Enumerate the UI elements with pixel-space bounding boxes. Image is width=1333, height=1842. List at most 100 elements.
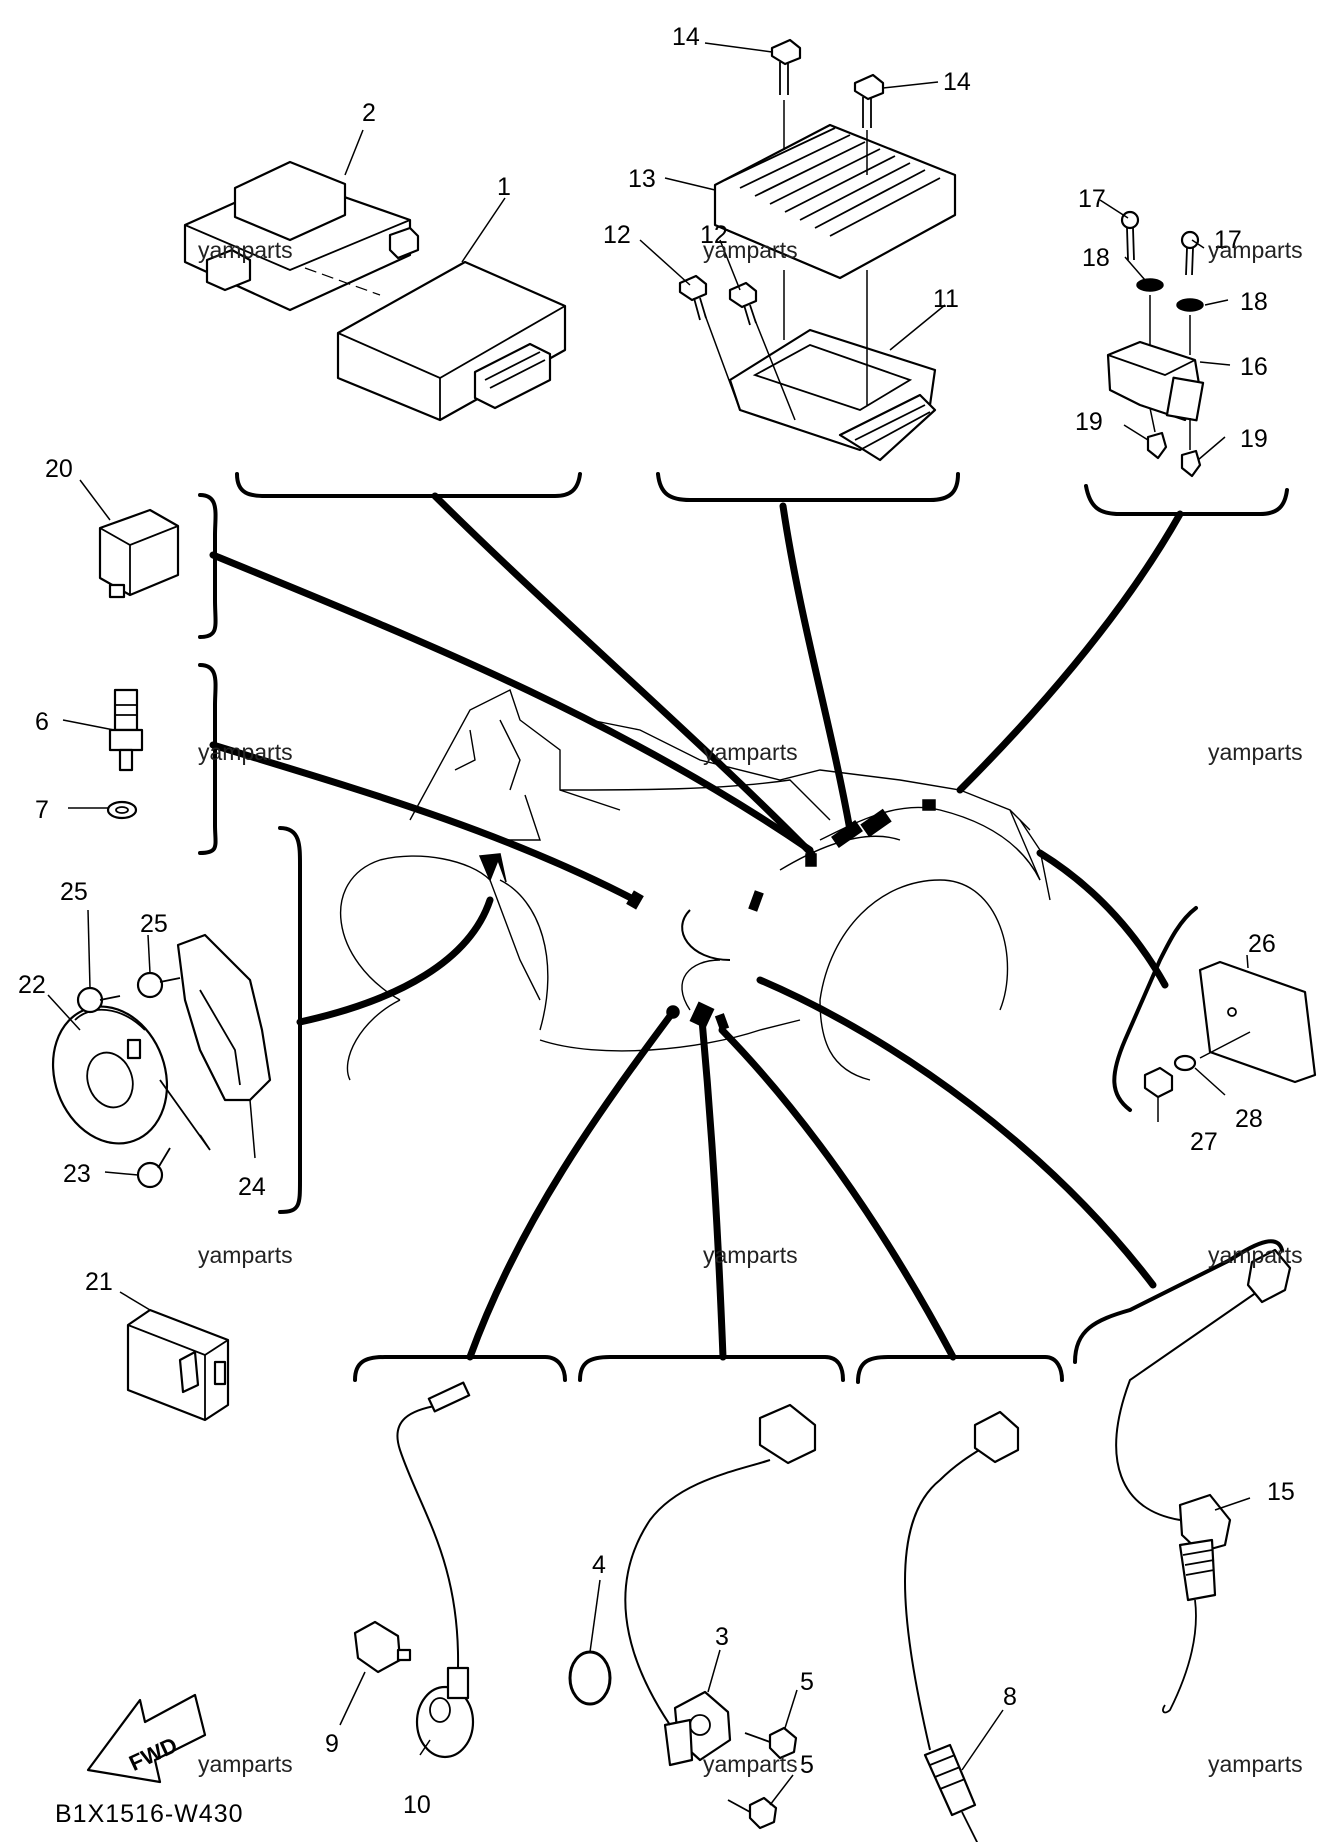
label-part-14a: 14 bbox=[672, 23, 700, 51]
leader-lines bbox=[209, 492, 1184, 1361]
nut-part-19a[interactable] bbox=[1146, 431, 1168, 460]
part-number-labels: 1 2 3 4 5 5 6 7 8 9 10 11 12 12 13 14 14… bbox=[18, 23, 1295, 1819]
oring-part-4[interactable] bbox=[568, 1650, 612, 1706]
bolt-part-14b[interactable] bbox=[853, 73, 885, 128]
label-part-25b: 25 bbox=[140, 910, 168, 938]
label-part-7: 7 bbox=[35, 796, 49, 824]
horn-part-22[interactable] bbox=[34, 990, 185, 1159]
regulator-part-13[interactable] bbox=[713, 123, 957, 280]
screw-part-17a[interactable] bbox=[1120, 210, 1140, 261]
sensor-8-connector bbox=[973, 1410, 1020, 1464]
washer-hole bbox=[115, 806, 129, 814]
sensor-part-10[interactable] bbox=[415, 1666, 475, 1759]
bolt-part-5b[interactable] bbox=[727, 1796, 778, 1830]
watermark-2: yamparts bbox=[703, 237, 798, 263]
screw-part-17b[interactable] bbox=[1180, 230, 1200, 276]
diagram-code: B1X1516-W430 bbox=[55, 1800, 244, 1828]
watermark-4: yamparts bbox=[198, 739, 293, 765]
watermark-12: yamparts bbox=[1208, 1751, 1303, 1777]
ecu-unit-part-2[interactable] bbox=[183, 160, 420, 312]
label-part-26: 26 bbox=[1248, 930, 1276, 958]
label-part-18a: 18 bbox=[1082, 244, 1110, 272]
label-part-15: 15 bbox=[1267, 1478, 1295, 1506]
sensor-10-lead-wire bbox=[396, 1404, 460, 1669]
sensor-10-connector bbox=[427, 1381, 471, 1413]
bolt-part-5a[interactable] bbox=[744, 1726, 798, 1760]
nut-part-19b[interactable] bbox=[1180, 449, 1202, 478]
bolt-part-12a[interactable] bbox=[678, 274, 708, 321]
label-part-13: 13 bbox=[628, 165, 656, 193]
watermark-8: yamparts bbox=[703, 1242, 798, 1268]
label-part-3: 3 bbox=[715, 1623, 729, 1651]
label-part-14b: 14 bbox=[943, 68, 971, 96]
motorcycle-outline bbox=[340, 689, 1051, 1081]
watermark-3: yamparts bbox=[1208, 237, 1303, 263]
sensor-3-connector bbox=[758, 1403, 817, 1465]
watermark-6: yamparts bbox=[1208, 739, 1303, 765]
washer-part-28[interactable] bbox=[1173, 1054, 1197, 1072]
label-part-22: 22 bbox=[18, 971, 46, 999]
label-part-23: 23 bbox=[63, 1160, 91, 1188]
watermark-10: yamparts bbox=[198, 1751, 293, 1777]
label-part-24: 24 bbox=[238, 1173, 266, 1201]
label-part-20: 20 bbox=[45, 455, 73, 483]
label-part-4: 4 bbox=[592, 1551, 606, 1579]
watermarks: yamparts yamparts yamparts yamparts yamp… bbox=[198, 237, 1303, 1777]
nut-part-27[interactable] bbox=[1143, 1066, 1174, 1099]
label-part-11: 11 bbox=[933, 285, 959, 313]
switch-15-connector bbox=[1246, 1248, 1292, 1304]
ecu-guide-line bbox=[304, 267, 381, 296]
label-part-17a: 17 bbox=[1078, 185, 1106, 213]
sensor-3-lead-wire bbox=[624, 1459, 771, 1726]
label-part-19a: 19 bbox=[1075, 408, 1103, 436]
label-part-16: 16 bbox=[1240, 353, 1268, 381]
label-part-8: 8 bbox=[1003, 1683, 1017, 1711]
label-part-17b: 17 bbox=[1214, 226, 1242, 254]
label-part-12a: 12 bbox=[603, 221, 631, 249]
label-part-9: 9 bbox=[325, 1730, 339, 1758]
holder-guide-lines bbox=[1149, 295, 1191, 450]
bolt-part-14a[interactable] bbox=[770, 38, 802, 95]
relay-part-20[interactable] bbox=[98, 508, 180, 599]
sensor-part-6[interactable] bbox=[108, 688, 144, 772]
watermark-1: yamparts bbox=[198, 237, 293, 263]
regulator-guide-lines bbox=[704, 100, 868, 421]
horn-bracket-part-24[interactable] bbox=[159, 933, 272, 1151]
frame-connector-marks bbox=[478, 799, 936, 1031]
label-part-6: 6 bbox=[35, 708, 49, 736]
bolt-part-25a[interactable] bbox=[76, 986, 121, 1014]
sensor-part-9[interactable] bbox=[353, 1620, 412, 1674]
watermark-7: yamparts bbox=[198, 1242, 293, 1268]
sensor-8-lead-wire bbox=[904, 1439, 996, 1751]
label-part-10: 10 bbox=[403, 1791, 431, 1819]
label-part-27: 27 bbox=[1190, 1128, 1218, 1156]
bolt-part-12b[interactable] bbox=[728, 281, 758, 326]
washer-part-18a[interactable] bbox=[1136, 278, 1164, 292]
watermark-11: yamparts bbox=[703, 1751, 798, 1777]
label-part-25a: 25 bbox=[60, 878, 88, 906]
regulator-bracket-part-11[interactable] bbox=[728, 328, 937, 462]
plate-part-26[interactable] bbox=[1198, 960, 1317, 1084]
relay-holder-part-16[interactable] bbox=[1106, 340, 1205, 422]
watermark-9: yamparts bbox=[1208, 1242, 1303, 1268]
label-part-5b: 5 bbox=[800, 1751, 814, 1779]
bolt-part-23[interactable] bbox=[136, 1147, 171, 1189]
sensor-part-3[interactable] bbox=[663, 1690, 732, 1767]
switch-part-15[interactable] bbox=[1162, 1493, 1232, 1714]
group-brackets bbox=[198, 472, 1289, 1384]
plate-guide-line bbox=[1199, 1031, 1251, 1059]
label-part-19b: 19 bbox=[1240, 425, 1268, 453]
watermark-5: yamparts bbox=[703, 739, 798, 765]
sensor-part-8[interactable] bbox=[923, 1743, 985, 1842]
label-part-21: 21 bbox=[85, 1268, 113, 1296]
washer-part-7[interactable] bbox=[106, 800, 138, 820]
ecu-unit-part-1[interactable] bbox=[336, 260, 567, 422]
label-part-1: 1 bbox=[497, 173, 511, 201]
label-part-18b: 18 bbox=[1240, 288, 1268, 316]
washer-part-18b[interactable] bbox=[1176, 298, 1204, 312]
label-part-12b: 12 bbox=[700, 221, 728, 249]
label-part-2: 2 bbox=[362, 99, 376, 127]
fuse-box-part-21[interactable] bbox=[126, 1308, 230, 1422]
bolt-part-25b[interactable] bbox=[136, 971, 181, 999]
